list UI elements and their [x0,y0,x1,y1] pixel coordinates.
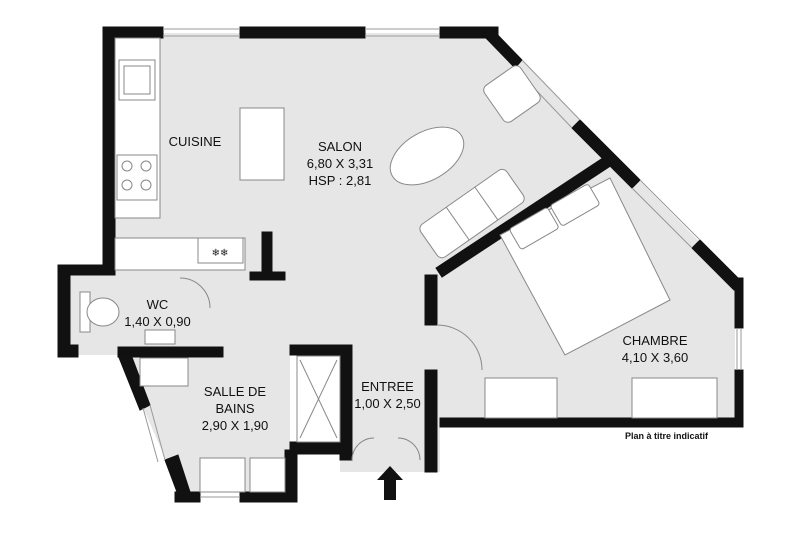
bathroom-fixtures [139,355,341,493]
disclaimer-note: Plan à titre indicatif [625,431,709,441]
salon-label: SALON 6,80 X 3,31 HSP : 2,81 [290,138,390,189]
salle-de-bains-label: SALLE DE BAINS 2,90 X 1,90 [190,383,280,434]
salon-height: HSP : 2,81 [308,173,372,188]
floor-area [70,33,735,492]
chambre-size: 4,10 X 3,60 [621,350,689,365]
kitchen-counter: ❄❄ [114,37,246,271]
wc-name: WC [146,297,169,312]
windows [142,28,742,498]
entree-name: ENTREE [361,379,414,394]
wc-label: WC 1,40 X 0,90 [120,296,195,330]
chambre-name: CHAMBRE [622,333,688,348]
salle-de-bains-name-2: BAINS [215,401,255,416]
toilet [79,291,176,345]
bed [499,177,671,356]
cuisine-label: CUISINE [168,134,222,149]
entree-size: 1,00 X 2,50 [354,396,421,411]
svg-text:❄❄: ❄❄ [212,248,229,259]
chambre-label: CHAMBRE 4,10 X 3,60 [605,332,705,366]
entree-label: ENTREE 1,00 X 2,50 [345,378,430,412]
wardrobe [484,377,718,419]
wc-size: 1,40 X 0,90 [124,314,191,329]
snowflake-icon [197,237,244,264]
salle-de-bains-size: 2,90 X 1,90 [201,418,269,433]
entrance-arrow-icon [377,466,403,500]
salon-name: SALON [317,139,363,154]
exterior-walls [57,26,744,503]
door-swings [179,277,483,461]
cooktop-icon [116,154,158,201]
salon-size: 6,80 X 3,31 [306,156,374,171]
salon-furniture [239,65,541,259]
salle-de-bains-name-1: SALLE DE [203,384,267,399]
